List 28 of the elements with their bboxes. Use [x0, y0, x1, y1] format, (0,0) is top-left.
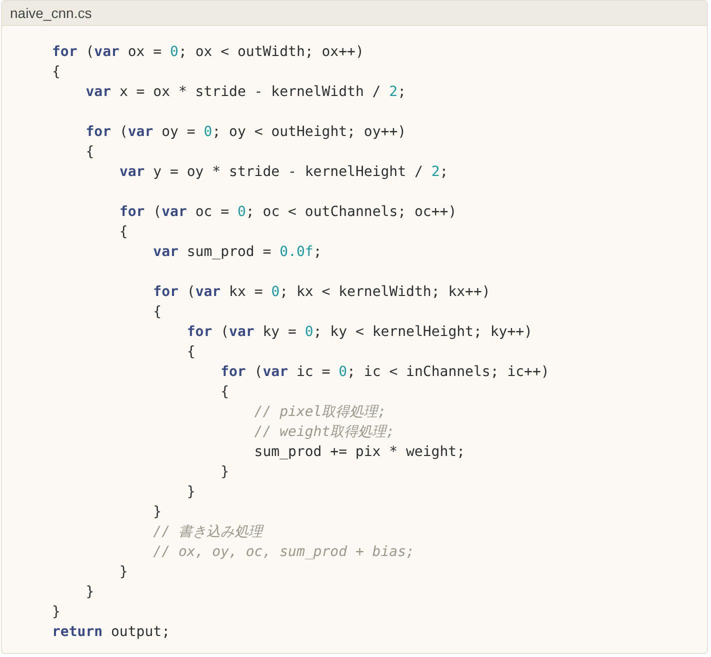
code-line: var sum_prod = 0.0f; [152, 243, 322, 262]
code-line: { [84, 143, 94, 162]
code-line: } [186, 483, 196, 502]
code-line: for (var oc = 0; oc < outChannels; oc++) [118, 203, 457, 222]
code-line: for (var kx = 0; kx < kernelWidth; kx++) [152, 283, 490, 302]
code-line: // ox, oy, oc, sum_prod + bias; [152, 543, 414, 562]
code-line: for (var oy = 0; oy < outHeight; oy++) [84, 123, 406, 142]
code-line: // weight取得処理; [253, 423, 395, 442]
code-line: return output; [52, 623, 170, 642]
code-line: } [220, 463, 230, 482]
code-line: { [52, 63, 60, 82]
code-line: // pixel取得処理; [253, 403, 386, 422]
code-line: { [152, 303, 162, 322]
code-line: { [186, 343, 196, 362]
code-line: var x = ox * stride - kernelWidth / 2; [84, 83, 406, 102]
code-line: var y = oy * stride - kernelHeight / 2; [118, 163, 448, 182]
code-line: { [118, 223, 128, 242]
code-line: for (var ox = 0; ox < outWidth; ox++) [52, 43, 364, 62]
code-line: } [84, 583, 94, 602]
code-line: { [220, 383, 230, 402]
code-line: } [52, 603, 60, 622]
code-line: // 書き込み処理 [152, 523, 262, 542]
code-line: } [152, 503, 162, 522]
code-line: for (var ic = 0; ic < inChannels; ic++) [220, 363, 550, 382]
code-line: sum_prod += pix * weight; [253, 443, 466, 462]
code-line: } [118, 563, 128, 582]
file-name: naive_cnn.cs [10, 5, 92, 21]
code-line: for (var ky = 0; ky < kernelHeight; ky++) [186, 323, 532, 342]
